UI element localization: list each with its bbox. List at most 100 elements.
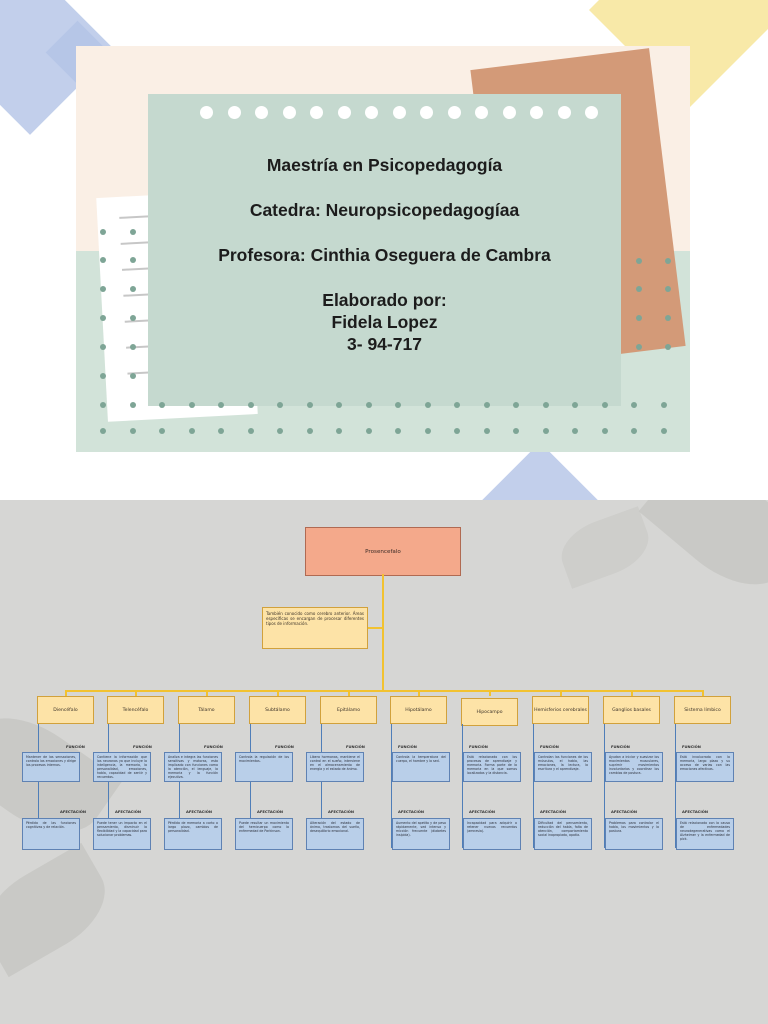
pattern-dot (159, 402, 165, 408)
punch-hole (255, 106, 268, 119)
connector-bus (65, 690, 702, 692)
funcion-label: FUNCIÓN (66, 745, 85, 749)
afectacion-label: AFECTACIÓN (540, 810, 566, 814)
pattern-dot (542, 402, 549, 408)
pattern-dot (424, 402, 431, 408)
pattern-dot (365, 402, 372, 408)
pattern-dot (660, 428, 667, 434)
funcion-box: Ayudan a iniciar y suavizar los movimien… (605, 752, 663, 782)
funcion-label: FUNCIÓN (346, 745, 365, 749)
punch-hole (502, 106, 516, 119)
connector-drop (560, 690, 562, 696)
pattern-dot (395, 428, 401, 434)
region-node: Tálamo (178, 696, 235, 724)
funcion-label: FUNCIÓN (133, 745, 152, 749)
pattern-dot (100, 286, 106, 292)
pattern-dot (277, 428, 283, 434)
pattern-dot (665, 315, 671, 321)
pattern-dot (513, 428, 519, 434)
pattern-dot (100, 257, 106, 263)
region-node: Telencéfalo (107, 696, 164, 724)
funcion-label: FUNCIÓN (540, 745, 559, 749)
connector-drop (631, 690, 633, 696)
pattern-dot (572, 428, 578, 434)
pattern-dot (100, 428, 106, 434)
afectacion-label: AFECTACIÓN (398, 810, 424, 814)
elaborado-label: Elaborado por: (322, 290, 447, 310)
punch-hole (200, 106, 213, 119)
root-node: Prosencefalo (305, 527, 461, 576)
region-node: Hipocampo (461, 698, 518, 726)
pattern-dot (660, 402, 667, 408)
title-card (148, 94, 621, 406)
connector-branch (462, 724, 463, 848)
pattern-dot (100, 344, 106, 350)
afectacion-label: AFECTACIÓN (115, 810, 141, 814)
connector-branch (604, 724, 605, 848)
cover-page: Maestría en Psicopedagogía Catedra: Neur… (0, 0, 768, 500)
pattern-dot (218, 402, 224, 408)
connector-branch (675, 724, 676, 848)
punch-hole (475, 106, 488, 119)
author-name: Fidela Lopez (331, 312, 438, 332)
connector-branch (391, 724, 392, 848)
connector-branch (108, 724, 109, 848)
funcion-label: FUNCIÓN (204, 745, 223, 749)
connector-drop (348, 690, 350, 696)
punch-hole (310, 106, 323, 119)
pattern-dot (636, 315, 642, 321)
decor-leaf (638, 500, 768, 608)
funcion-box: Controla la regulación de los movimiento… (235, 752, 293, 782)
degree-title: Maestría en Psicopedagogía (266, 155, 503, 175)
region-node: Diencéfalo (37, 696, 94, 724)
profesora-line: Profesora: Cinthia Oseguera de Cambra (218, 245, 551, 265)
decor-leaf (0, 842, 122, 978)
decor-leaf (553, 506, 657, 589)
pattern-dot (601, 402, 608, 408)
pattern-dot (365, 428, 372, 434)
connector-drop (418, 690, 420, 696)
pattern-dot (665, 258, 671, 264)
cover-text: Maestría en Psicopedagogía Catedra: Neur… (148, 154, 621, 355)
pattern-dot (129, 315, 136, 321)
punch-hole (392, 106, 406, 119)
pattern-dot (424, 428, 431, 434)
pattern-dot (129, 286, 136, 292)
pattern-dot (129, 257, 136, 263)
punch-hole (557, 106, 571, 119)
root-label: Prosencefalo (365, 548, 401, 555)
student-id: 3- 94-717 (347, 334, 422, 354)
punch-hole (447, 106, 461, 119)
pattern-dot (454, 428, 460, 434)
pattern-dot (336, 402, 342, 408)
afectacion-label: AFECTACIÓN (257, 810, 283, 814)
connector-drop (206, 690, 208, 696)
funcion-label: FUNCIÓN (398, 745, 417, 749)
pattern-dot (129, 373, 136, 379)
pattern-dot (513, 402, 519, 408)
cover-card: Maestría en Psicopedagogía Catedra: Neur… (76, 46, 690, 452)
connector-drop (702, 690, 704, 696)
region-node: Sistema límbico (674, 696, 731, 724)
pattern-dot (188, 402, 195, 408)
region-node: Hemisferios cerebrales (532, 696, 589, 724)
pattern-dot (159, 428, 165, 434)
pattern-dot (129, 229, 136, 235)
pattern-dot (631, 428, 637, 434)
funcion-label: FUNCIÓN (682, 745, 701, 749)
pattern-dot (601, 428, 608, 434)
connector-drop (277, 690, 279, 696)
pattern-dot (636, 258, 642, 264)
pattern-dot (188, 428, 195, 434)
afectacion-label: AFECTACIÓN (611, 810, 637, 814)
funcion-label: FUNCIÓN (611, 745, 630, 749)
connector-branch (38, 724, 39, 848)
funcion-box: Controla la temperatura del cuerpo, el h… (392, 752, 450, 782)
pattern-dot (100, 315, 106, 321)
funcion-box: Está relacionado con los procesos de apr… (463, 752, 521, 782)
connector-drop (65, 690, 67, 696)
funcion-box: Libera hormonas, mantiene el control en … (306, 752, 364, 782)
funcion-box: Analiza e integra las funciones sensitiv… (164, 752, 222, 782)
pattern-dot (483, 428, 490, 434)
connector-drop (489, 690, 491, 696)
